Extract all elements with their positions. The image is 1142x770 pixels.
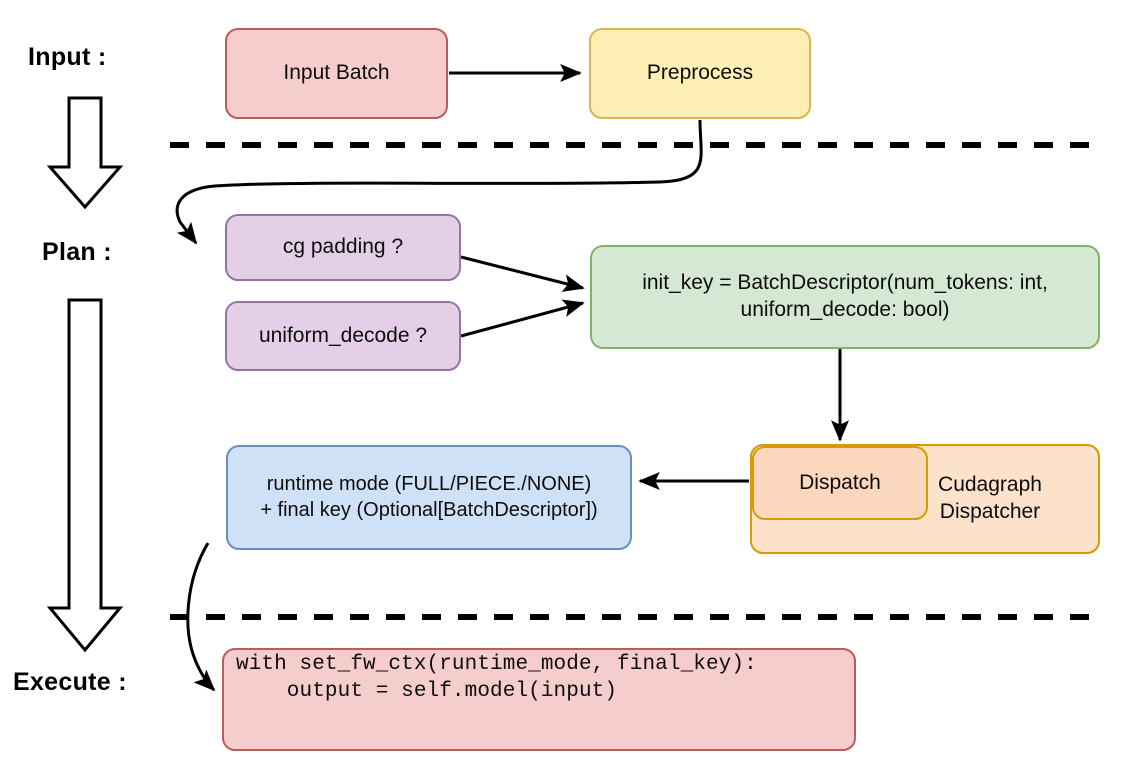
stage-label-input: Input :	[28, 43, 107, 71]
connector-cg-padding-to-init-key	[460, 255, 585, 292]
node-cg-padding[interactable]: cg padding ?	[225, 214, 461, 281]
node-cudagraph-dispatcher-line-1: Cudagraph	[938, 473, 1042, 497]
node-preprocess[interactable]: Preprocess	[589, 28, 811, 119]
node-execute-code-line-1: with set_fw_ctx(runtime_mode, final_key)…	[236, 653, 757, 676]
node-runtime-mode[interactable]: runtime mode (FULL/PIECE./NONE) + final …	[226, 445, 632, 550]
stage-label-plan: Plan :	[42, 238, 112, 266]
connector-preprocess-to-cg-padding	[175, 119, 703, 245]
node-init-key-line-2: uniform_decode: bool)	[740, 298, 950, 321]
connector-uniform-decode-to-init-key	[460, 299, 585, 338]
node-uniform-decode[interactable]: uniform_decode ?	[225, 301, 461, 371]
node-init-key[interactable]: init_key = BatchDescriptor(num_tokens: i…	[590, 245, 1100, 349]
node-runtime-mode-line-1: runtime mode (FULL/PIECE./NONE)	[266, 472, 592, 495]
node-runtime-mode-line-2: + final key (Optional[BatchDescriptor])	[260, 498, 598, 521]
stage-label-execute: Execute :	[13, 668, 127, 696]
node-dispatch[interactable]: Dispatch	[752, 446, 928, 520]
flow-arrow-plan-to-execute	[46, 298, 124, 653]
connector-runtime-mode-to-execute-code	[186, 542, 216, 692]
node-input-batch[interactable]: Input Batch	[225, 28, 448, 119]
node-execute-code[interactable]: with set_fw_ctx(runtime_mode, final_key)…	[222, 648, 856, 751]
node-execute-code-line-2: output = self.model(input)	[236, 679, 618, 703]
node-cudagraph-dispatcher-line-2: Dispatcher	[939, 500, 1041, 523]
node-init-key-line-1: init_key = BatchDescriptor(num_tokens: i…	[642, 271, 1048, 295]
flow-arrow-input-to-plan	[46, 96, 124, 210]
